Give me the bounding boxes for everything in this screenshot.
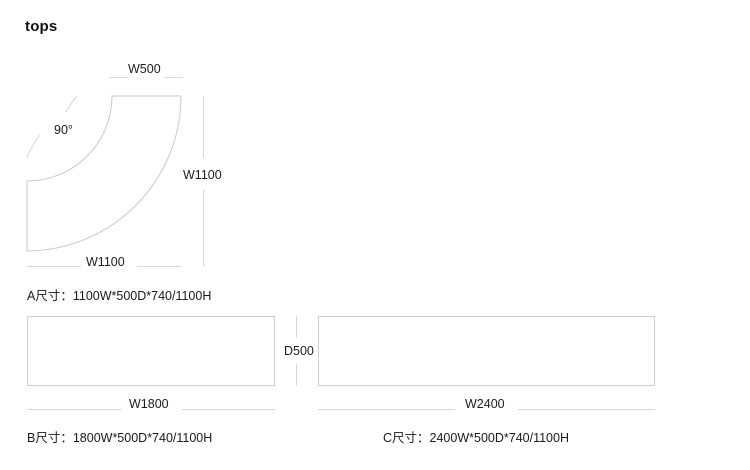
corner-top-shape [26,95,182,252]
dimension-line-c-left-segment [318,409,455,410]
dimension-line-bottom-left-segment [27,266,81,267]
dimension-label-w1800: W1800 [125,397,173,411]
dimension-line-top-left-segment [110,77,128,78]
angle-label-90deg: 90° [50,123,77,137]
dimension-line-c-right-segment [518,409,655,410]
dimension-line-right-upper-segment [203,96,204,158]
dimension-label-w2400: W2400 [461,397,509,411]
shape-a-outline-svg [26,95,182,252]
dimension-line-b-right-segment [182,409,275,410]
dimension-line-bottom-right-segment [137,266,181,267]
dimension-label-w500: W500 [124,62,165,76]
angle-arc-lower-segment [26,134,41,159]
dimension-line-top-right-segment [165,77,183,78]
dimension-label-w1100-right: W1100 [179,168,226,182]
shape-a-group: W500 W1100 W1100 90° [0,0,260,300]
caption-shape-c: C尺寸：2400W*500D*740/1100H [383,431,569,445]
angle-arc-upper-segment [65,95,78,113]
dimension-label-w1100-bottom: W1100 [82,255,129,269]
dimension-label-d500: D500 [280,344,318,358]
dimension-line-right-lower-segment [203,190,204,266]
page-title: tops [25,18,58,35]
dimension-line-d500-lower-segment [296,364,297,386]
dimension-line-b-left-segment [27,409,121,410]
caption-shape-a: A尺寸：1100W*500D*740/1100H [27,289,212,303]
shape-b-rect [27,316,275,386]
dimension-line-d500-upper-segment [296,316,297,338]
caption-shape-b: B尺寸：1800W*500D*740/1100H [27,431,213,445]
shape-c-rect [318,316,655,386]
